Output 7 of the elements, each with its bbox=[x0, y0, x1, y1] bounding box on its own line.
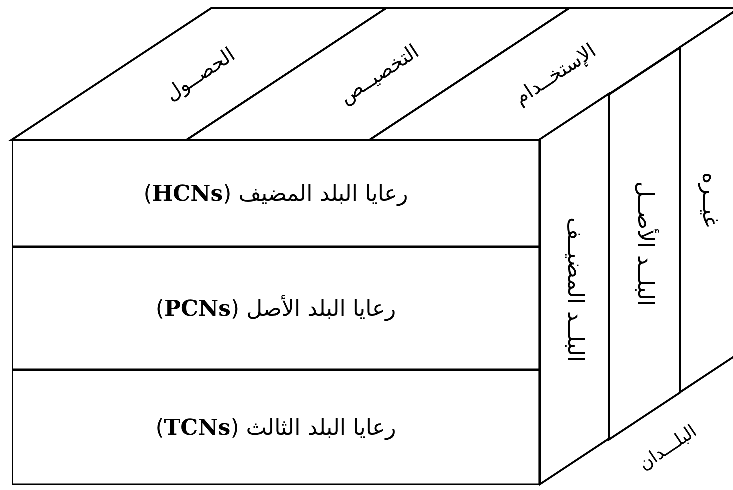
band-label: غيــره bbox=[698, 172, 722, 228]
band-label: الحصــول bbox=[160, 42, 239, 106]
band-label: البلــد الأصــل bbox=[632, 180, 657, 306]
axis-label: البلـــدان bbox=[635, 421, 701, 475]
band-label: الإستخــدام bbox=[510, 38, 600, 110]
band-label: البلــد المضيــف bbox=[562, 217, 587, 362]
band-label: التخصيــص bbox=[334, 39, 423, 109]
